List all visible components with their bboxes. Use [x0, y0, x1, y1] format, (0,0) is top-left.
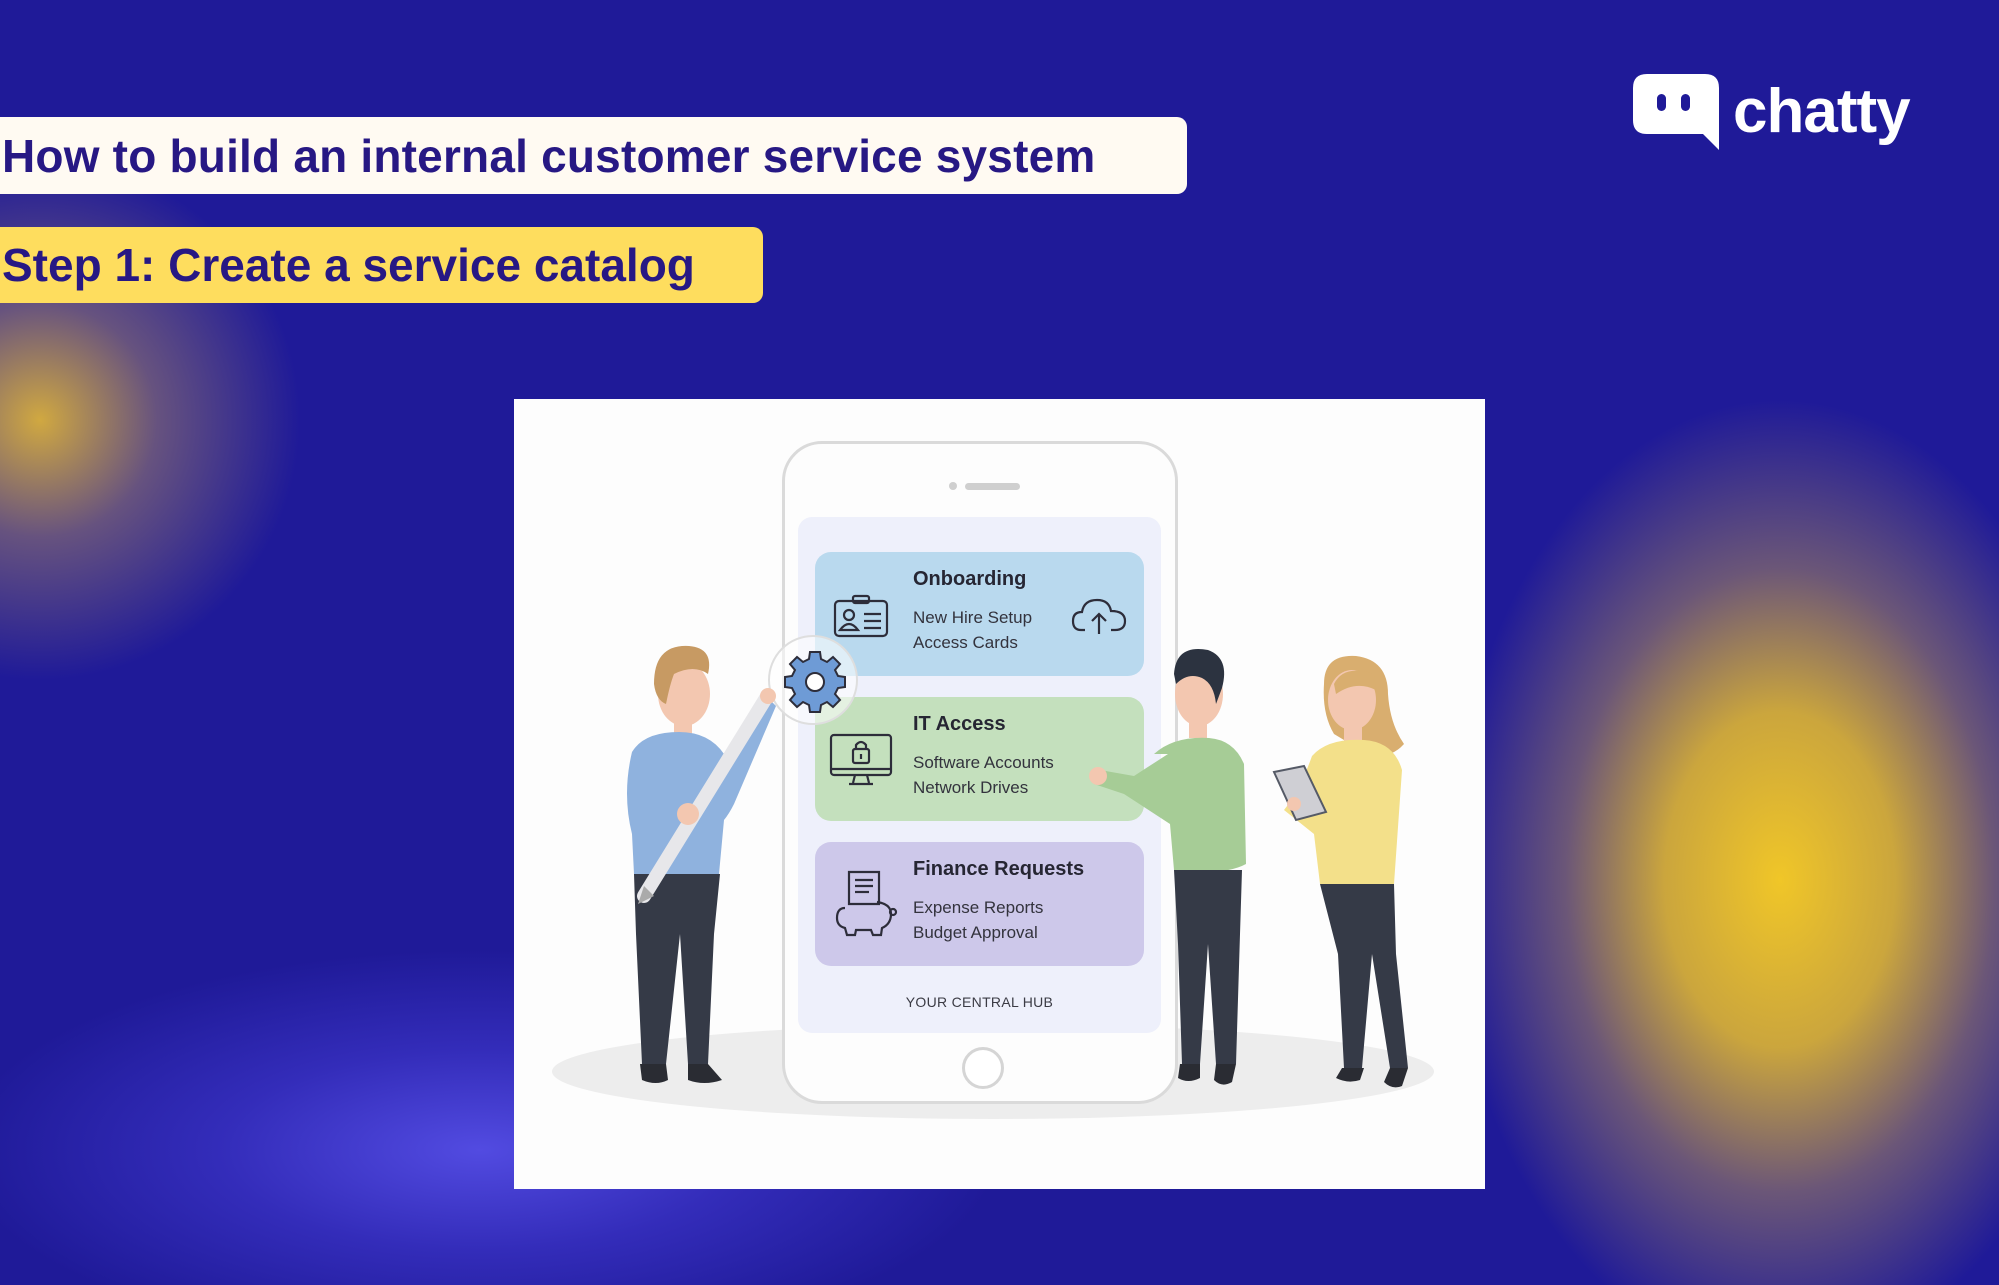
brand-logo: chatty [1633, 74, 1911, 150]
catalog-card-it-access[interactable]: IT Access Software Accounts Network Driv… [815, 697, 1144, 821]
person-with-tablet [1272, 655, 1408, 1088]
catalog-card-finance-requests[interactable]: Finance Requests Expense Reports Budget … [815, 842, 1144, 966]
card-title: Onboarding [913, 568, 1027, 590]
person-with-pencil [627, 645, 776, 1083]
phone-camera [949, 482, 957, 490]
id-badge-icon [833, 594, 889, 643]
monitor-lock-icon [829, 733, 893, 794]
step-banner: Step 1: Create a service catalog [0, 227, 763, 303]
service-catalog-illustration: Onboarding New Hire Setup Access Cards [514, 399, 1485, 1189]
card-line: New Hire Setup [913, 608, 1033, 627]
card-line: Access Cards [913, 633, 1018, 652]
phone-speaker [965, 483, 1020, 490]
central-hub-label: YOUR CENTRAL HUB [905, 994, 1054, 1010]
phone-home-button [962, 1047, 1004, 1089]
card-line: Expense Reports [913, 898, 1044, 917]
card-line: Network Drives [913, 778, 1029, 797]
card-title: Finance Requests [913, 858, 1085, 880]
page-title: How to build an internal customer servic… [2, 129, 1096, 182]
card-line: Budget Approval [913, 923, 1038, 942]
piggy-bank-receipt-icon [833, 868, 899, 943]
gear-bubble [768, 635, 858, 725]
card-line: Software Accounts [913, 753, 1054, 772]
step-title: Step 1: Create a service catalog [2, 239, 695, 291]
cloud-upload-icon [1071, 594, 1127, 641]
chat-bubble-icon [1633, 74, 1719, 150]
catalog-card-onboarding[interactable]: Onboarding New Hire Setup Access Cards [815, 552, 1144, 676]
person-pointing [1089, 649, 1246, 1085]
card-title: IT Access [913, 713, 1006, 735]
brand-name: chatty [1733, 77, 1911, 146]
gear-icon [784, 651, 846, 713]
title-banner: How to build an internal customer servic… [0, 117, 1187, 194]
